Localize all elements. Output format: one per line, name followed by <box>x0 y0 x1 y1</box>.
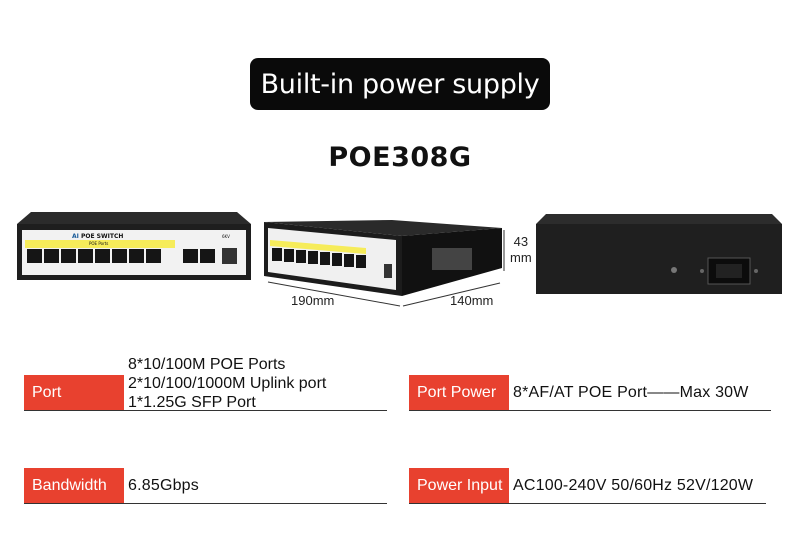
ground-screw-icon <box>671 267 677 273</box>
spec-label: Port Power <box>409 375 509 410</box>
spec-port-power: Port Power 8*AF/AT POE Port——Max 30W <box>409 375 771 411</box>
spec-value: 6.85Gbps <box>128 476 199 494</box>
power-socket-icon <box>716 264 742 278</box>
front-label: POE SWITCH <box>81 233 123 240</box>
spec-bandwidth: Bandwidth 6.85Gbps <box>24 468 387 504</box>
spec-value: 8*AF/AT POE Port——Max 30W <box>513 383 749 401</box>
dimension-width: 190mm <box>291 293 335 308</box>
spec-label: Bandwidth <box>24 468 124 503</box>
front-brand: AI <box>72 233 79 240</box>
dimension-lines <box>267 230 505 307</box>
switch-perspective-image <box>264 220 502 296</box>
dimension-depth: 140mm <box>450 293 494 308</box>
spec-port: Port <box>24 375 387 411</box>
banner: Built-in power supply <box>250 58 550 110</box>
switch-rear-image <box>536 214 782 294</box>
switch-front-image: AI POE SWITCH POE Ports 6KV <box>17 212 251 280</box>
svg-text:6KV: 6KV <box>222 234 230 239</box>
model-title: POE308G <box>328 142 472 173</box>
spec-label: Power Input <box>409 468 509 503</box>
spec-power-input: Power Input AC100-240V 50/60Hz 52V/120W <box>409 468 766 504</box>
spec-label: Port <box>24 375 124 410</box>
front-sub: POE Ports <box>89 241 108 246</box>
spec-value: AC100-240V 50/60Hz 52V/120W <box>513 476 754 494</box>
spec-port-values: 8*10/100M POE Ports 2*10/100/1000M Uplin… <box>128 356 327 411</box>
